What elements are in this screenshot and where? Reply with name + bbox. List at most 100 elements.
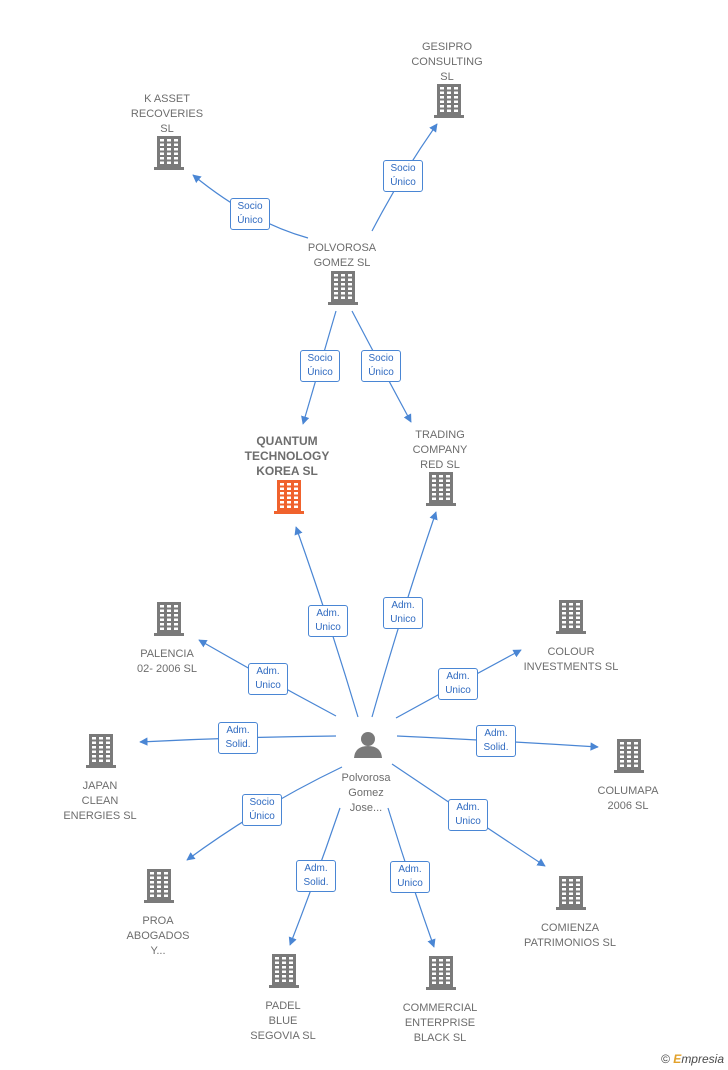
- edge-role-text: Adm.: [304, 863, 328, 874]
- icons-layer: [86, 84, 644, 990]
- edge-role-text: Socio: [249, 797, 275, 808]
- building-icon[interactable]: [328, 271, 358, 305]
- edge-role-label[interactable]: Adm. Solid.: [218, 722, 258, 754]
- edge-role-label[interactable]: Adm. Solid.: [296, 860, 336, 892]
- empresia-watermark[interactable]: © Empresia: [661, 1052, 724, 1066]
- edge-role-label[interactable]: Adm. Unico: [438, 668, 478, 700]
- edge-role-label[interactable]: Adm.Unico: [308, 605, 348, 637]
- node-label-columapa[interactable]: COLUMAPA 2006 SL: [568, 784, 688, 814]
- building-icon[interactable]: [614, 739, 644, 773]
- node-label-line: COLOUR: [547, 646, 595, 658]
- node-label-line: ENERGIES SL: [63, 810, 137, 822]
- edge-role-text: Socio: [368, 353, 394, 364]
- brand-initial: E: [673, 1052, 682, 1066]
- building-icon[interactable]: [434, 84, 464, 118]
- node-label-line: PROA: [142, 915, 174, 927]
- node-label-line: K ASSET: [144, 93, 190, 105]
- building-icon[interactable]: [556, 600, 586, 634]
- node-label-polvorosa-sl[interactable]: POLVOROSA GOMEZ SL: [282, 241, 402, 271]
- node-label-palencia[interactable]: PALENCIA 02- 2006 SL: [107, 647, 227, 677]
- building-icon[interactable]: [144, 869, 174, 903]
- node-label-line: 02- 2006 SL: [137, 663, 197, 675]
- edge-role-text: Unico: [315, 622, 341, 633]
- node-label-line: PALENCIA: [140, 648, 194, 660]
- node-label-line: GOMEZ SL: [313, 257, 371, 269]
- edge-role-text: Único: [307, 367, 333, 378]
- edge-role-text: Único: [237, 215, 263, 226]
- edge-role-label[interactable]: Adm. Unico: [383, 597, 423, 629]
- building-icon[interactable]: [269, 954, 299, 988]
- node-label-line: SL: [160, 123, 174, 135]
- node-label-line: Polvorosa: [341, 772, 391, 784]
- edge-role-text: Unico: [255, 680, 281, 691]
- edge-role-text: Unico: [390, 614, 416, 625]
- edge-role-text: Socio: [237, 201, 263, 212]
- edge-role-text: Adm.: [398, 864, 422, 875]
- building-icon[interactable]: [426, 956, 456, 990]
- edge-role-text: Solid.: [225, 739, 251, 750]
- node-label-trading[interactable]: TRADING COMPANY RED SL: [380, 428, 500, 473]
- edge-role-text: Único: [249, 811, 275, 822]
- node-label-line: ENTERPRISE: [404, 1017, 476, 1029]
- node-label-line: JAPAN: [82, 780, 118, 792]
- building-icon[interactable]: [154, 602, 184, 636]
- edge-role-label[interactable]: Adm. Unico: [390, 861, 430, 893]
- building-icon[interactable]: [556, 876, 586, 910]
- node-label-line: Jose...: [349, 802, 383, 814]
- node-label-line: GESIPRO: [421, 41, 473, 53]
- node-label-line: SL: [440, 71, 454, 83]
- node-label-line: Y...: [150, 945, 166, 957]
- edge-role-text: Adm.: [456, 802, 480, 813]
- edge-role-text: Socio: [307, 353, 333, 364]
- node-label-line: COMPANY: [412, 444, 468, 456]
- edge-role-text: Unico: [445, 685, 471, 696]
- edge-role-label[interactable]: Adm. Solid.: [476, 725, 516, 757]
- node-label-line: POLVOROSA: [307, 242, 377, 254]
- node-label-line: 2006 SL: [607, 800, 649, 812]
- node-label-japan[interactable]: JAPAN CLEAN ENERGIES SL: [40, 779, 160, 824]
- node-label-line: RED SL: [420, 459, 460, 471]
- building-icon[interactable]: [274, 480, 304, 514]
- node-label-line: CONSULTING: [411, 56, 483, 68]
- node-label-line: TRADING: [415, 429, 465, 441]
- person-icon[interactable]: [354, 732, 382, 758]
- brand-name: mpresia: [681, 1052, 724, 1066]
- node-label-line: PATRIMONIOS SL: [524, 937, 616, 949]
- edge-role-text: Adm.: [256, 666, 280, 677]
- node-label-proa[interactable]: PROA ABOGADOS Y...: [98, 914, 218, 959]
- building-icon[interactable]: [426, 472, 456, 506]
- node-label-line: CLEAN: [81, 795, 119, 807]
- edge-role-label[interactable]: Adm. Unico: [248, 663, 288, 695]
- edge-role-text: Solid.: [303, 877, 329, 888]
- edge-role-text: Adm.: [226, 725, 250, 736]
- node-label-line: COLUMAPA: [597, 785, 659, 797]
- edge-role-text: Solid.: [483, 742, 509, 753]
- node-label-gesipro[interactable]: GESIPRO CONSULTING SL: [387, 40, 507, 85]
- edge-role-text: Adm.: [446, 671, 470, 682]
- edge-role-text: Adm.: [484, 728, 508, 739]
- node-label-line: TECHNOLOGY: [244, 449, 330, 463]
- edge-role-label[interactable]: Adm.Unico: [448, 799, 488, 831]
- node-label-line: KOREA SL: [256, 464, 318, 478]
- node-label-line: BLUE: [268, 1015, 298, 1027]
- building-icon[interactable]: [154, 136, 184, 170]
- edge-role-text: Unico: [397, 878, 423, 889]
- node-label-line: ABOGADOS: [126, 930, 190, 942]
- building-icon[interactable]: [86, 734, 116, 768]
- node-label-line: COMMERCIAL: [402, 1002, 478, 1014]
- edge-role-text: Adm.: [391, 600, 415, 611]
- node-label-line: Gomez: [348, 787, 384, 799]
